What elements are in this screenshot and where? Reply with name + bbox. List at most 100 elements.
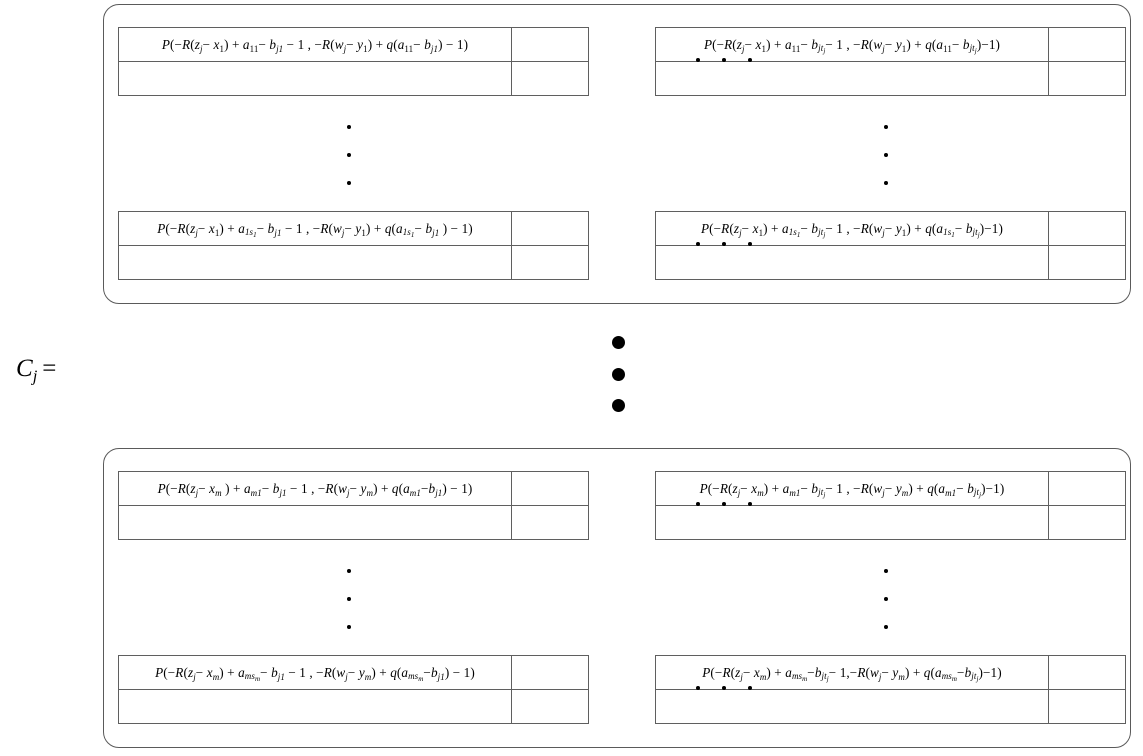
table-row xyxy=(118,61,589,96)
entry-cell: P(−R(zj− xm) + amsm− bj1 − 1 , −R(wj− ym… xyxy=(118,655,512,690)
vertical-ellipsis-left xyxy=(347,125,351,185)
entry-cell-blank xyxy=(511,61,589,96)
ellipsis-dot xyxy=(884,569,888,573)
table-row xyxy=(655,245,1126,280)
entry-cell: P(−R(zj− xm) + am1− bjtj− 1 , −R(wj− ym)… xyxy=(655,471,1049,506)
ellipsis-dot xyxy=(748,242,752,246)
entry-cell-blank xyxy=(1048,655,1126,690)
entry-cell-blank xyxy=(1048,61,1126,96)
table-row: P(−R(zj− x1) + a11− bj1 − 1 , −R(wj− y1)… xyxy=(118,27,589,62)
ellipsis-dot xyxy=(748,58,752,62)
entry-cell: P(−R(zj− x1) + a1s1− bj1 − 1 , −R(wj− y1… xyxy=(118,211,512,246)
ellipsis-dot xyxy=(884,625,888,629)
entry-cell-blank xyxy=(655,245,1049,280)
table-row xyxy=(655,689,1126,724)
vertical-ellipsis-left xyxy=(347,569,351,629)
entry-cell-blank xyxy=(511,655,589,690)
table-row: P(−R(zj− xm ) + am1− bj1 − 1 , −R(wj− ym… xyxy=(118,471,589,506)
submatrix-top-right-first: P(−R(zj− x1) + a11− bjtj− 1 , −R(wj− y1)… xyxy=(655,27,1126,96)
matrix-block-bottom: P(−R(zj− xm ) + am1− bj1 − 1 , −R(wj− ym… xyxy=(103,448,1131,748)
entry-cell-blank xyxy=(655,689,1049,724)
ellipsis-dot xyxy=(347,569,351,573)
entry-cell-blank xyxy=(1048,505,1126,540)
ellipsis-dot xyxy=(696,242,700,246)
entry-cell-blank xyxy=(511,245,589,280)
ellipsis-dot xyxy=(884,125,888,129)
entry-cell-blank xyxy=(655,61,1049,96)
entry-cell-blank xyxy=(118,689,512,724)
ellipsis-dot xyxy=(696,502,700,506)
submatrix-top-left-last: P(−R(zj− x1) + a1s1− bj1 − 1 , −R(wj− y1… xyxy=(118,211,589,280)
ellipsis-dot xyxy=(884,181,888,185)
ellipsis-dot xyxy=(347,181,351,185)
entry-cell-blank xyxy=(511,211,589,246)
ellipsis-dot xyxy=(748,502,752,506)
entry-cell: P(−R(zj− xm ) + am1− bj1 − 1 , −R(wj− ym… xyxy=(118,471,512,506)
table-row: P(−R(zj− x1) + a11− bjtj− 1 , −R(wj− y1)… xyxy=(655,27,1126,62)
ellipsis-dot xyxy=(347,597,351,601)
math-expression: P(−R(zj− xm) + amsm−bjtj− 1,−R(wj− ym) +… xyxy=(702,664,1002,684)
horizontal-ellipsis xyxy=(696,242,752,246)
ellipsis-dot xyxy=(884,153,888,157)
entry-cell-blank xyxy=(511,27,589,62)
math-expression: P(−R(zj− x1) + a1s1− bjtj− 1 , −R(wj− y1… xyxy=(700,220,1003,240)
ellipsis-dot xyxy=(611,367,625,381)
entry-cell-blank xyxy=(118,61,512,96)
entry-cell-blank xyxy=(118,505,512,540)
entry-cell-blank xyxy=(1048,27,1126,62)
submatrix-bottom-right-first: P(−R(zj− xm) + am1− bjtj− 1 , −R(wj− ym)… xyxy=(655,471,1126,540)
table-row xyxy=(118,245,589,280)
vertical-ellipsis-right xyxy=(884,569,888,629)
math-expression: P(−R(zj− xm ) + am1− bj1 − 1 , −R(wj− ym… xyxy=(157,480,473,498)
entry-cell-blank xyxy=(1048,471,1126,506)
label-subscript: j xyxy=(32,366,38,386)
math-expression: P(−R(zj− x1) + a11− bj1 − 1 , −R(wj− y1)… xyxy=(161,36,469,54)
entry-cell-blank xyxy=(1048,689,1126,724)
math-expression: P(−R(zj− xm) + am1− bjtj− 1 , −R(wj− ym)… xyxy=(699,480,1005,500)
table-row xyxy=(655,61,1126,96)
entry-cell-blank xyxy=(655,505,1049,540)
math-expression: P(−R(zj− x1) + a1s1− bj1 − 1 , −R(wj− y1… xyxy=(157,220,473,240)
ellipsis-dot xyxy=(748,686,752,690)
submatrix-bottom-left-last: P(−R(zj− xm) + amsm− bj1 − 1 , −R(wj− ym… xyxy=(118,655,589,724)
table-row: P(−R(zj− xm) + amsm− bj1 − 1 , −R(wj− ym… xyxy=(118,655,589,690)
ellipsis-dot xyxy=(722,58,726,62)
ellipsis-dot xyxy=(696,58,700,62)
ellipsis-dot xyxy=(722,502,726,506)
matrix-label-cj: Cj= xyxy=(16,355,57,386)
submatrix-top-left-first: P(−R(zj− x1) + a11− bj1 − 1 , −R(wj− y1)… xyxy=(118,27,589,96)
submatrix-bottom-left-first: P(−R(zj− xm ) + am1− bj1 − 1 , −R(wj− ym… xyxy=(118,471,589,540)
entry-cell: P(−R(zj− x1) + a11− bjtj− 1 , −R(wj− y1)… xyxy=(655,27,1049,62)
submatrix-bottom-right-last: P(−R(zj− xm) + amsm−bjtj− 1,−R(wj− ym) +… xyxy=(655,655,1126,724)
matrix-block-top: P(−R(zj− x1) + a11− bj1 − 1 , −R(wj− y1)… xyxy=(103,4,1131,304)
submatrix-top-right-last: P(−R(zj− x1) + a1s1− bjtj− 1 , −R(wj− y1… xyxy=(655,211,1126,280)
ellipsis-dot xyxy=(722,686,726,690)
label-base: C xyxy=(16,355,33,382)
entry-cell: P(−R(zj− x1) + a11− bj1 − 1 , −R(wj− y1)… xyxy=(118,27,512,62)
entry-cell-blank xyxy=(1048,211,1126,246)
math-expression: P(−R(zj− xm) + amsm− bj1 − 1 , −R(wj− ym… xyxy=(155,664,475,684)
entry-cell-blank xyxy=(118,245,512,280)
ellipsis-dot xyxy=(347,125,351,129)
equals-sign: = xyxy=(42,355,57,382)
table-row: P(−R(zj− xm) + am1− bjtj− 1 , −R(wj− ym)… xyxy=(655,471,1126,506)
ellipsis-dot xyxy=(696,686,700,690)
horizontal-ellipsis xyxy=(696,686,752,690)
entry-cell-blank xyxy=(511,505,589,540)
entry-cell-blank xyxy=(511,471,589,506)
entry-cell-blank xyxy=(511,689,589,724)
table-row xyxy=(118,505,589,540)
ellipsis-dot xyxy=(884,597,888,601)
ellipsis-dot xyxy=(611,336,625,349)
ellipsis-dot xyxy=(611,399,625,412)
block-vertical-ellipsis xyxy=(610,336,626,412)
table-row: P(−R(zj− xm) + amsm−bjtj− 1,−R(wj− ym) +… xyxy=(655,655,1126,690)
entry-cell: P(−R(zj− xm) + amsm−bjtj− 1,−R(wj− ym) +… xyxy=(655,655,1049,690)
table-row xyxy=(118,689,589,724)
math-expression: P(−R(zj− x1) + a11− bjtj− 1 , −R(wj− y1)… xyxy=(703,36,1001,56)
horizontal-ellipsis xyxy=(696,58,752,62)
entry-cell-blank xyxy=(1048,245,1126,280)
ellipsis-dot xyxy=(347,153,351,157)
vertical-ellipsis-right xyxy=(884,125,888,185)
table-row: P(−R(zj− x1) + a1s1− bj1 − 1 , −R(wj− y1… xyxy=(118,211,589,246)
